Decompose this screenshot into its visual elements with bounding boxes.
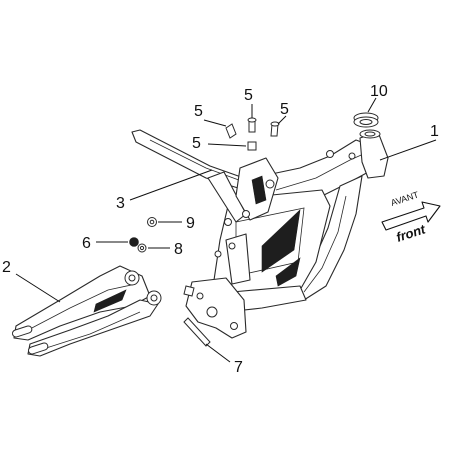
bracket-bolt [265, 179, 275, 189]
callout-6: 6 [82, 235, 91, 252]
leader-7 [205, 343, 231, 363]
callout-10: 10 [370, 83, 388, 100]
callout-9: 9 [186, 215, 195, 232]
callout-5b: 5 [244, 87, 253, 104]
axle-slot-lower [27, 342, 49, 355]
headset-cups [353, 112, 381, 139]
bolt-5a [225, 123, 237, 139]
pivot-hole [206, 306, 218, 318]
leader-5c [277, 115, 287, 125]
leader-2 [15, 273, 61, 303]
callout-3: 3 [116, 195, 125, 212]
direction-indicator: AVANT front [381, 189, 441, 245]
leader-1 [379, 139, 437, 161]
callout-2: 2 [2, 259, 11, 276]
leader-3 [129, 169, 213, 201]
callout-7: 7 [234, 359, 243, 376]
fasteners [129, 117, 280, 347]
callout-5a: 5 [194, 103, 203, 120]
swingarm-lower-arm [27, 299, 159, 357]
callout-5d: 5 [192, 135, 201, 152]
callout-1: 1 [430, 123, 439, 140]
cradle-shade [261, 209, 301, 273]
leader-10 [367, 97, 377, 113]
leader-5d [207, 143, 247, 147]
direction-arrow-icon [381, 201, 441, 231]
main-frame [131, 129, 389, 339]
callouts: 1 2 3 5 5 5 5 6 7 8 9 10 [2, 83, 439, 376]
swingarm [11, 265, 162, 357]
leader-lines [15, 97, 437, 363]
bolt-5d [247, 141, 257, 151]
pin-7 [183, 317, 211, 347]
mount-hole [230, 322, 238, 330]
axle-slot-upper [11, 325, 33, 338]
callout-8: 8 [174, 241, 183, 258]
nut-6 [129, 237, 139, 247]
direction-label-avant: AVANT [390, 189, 421, 208]
leader-5a [203, 119, 227, 127]
callout-5c: 5 [280, 101, 289, 118]
mount-hole-small [196, 292, 204, 300]
